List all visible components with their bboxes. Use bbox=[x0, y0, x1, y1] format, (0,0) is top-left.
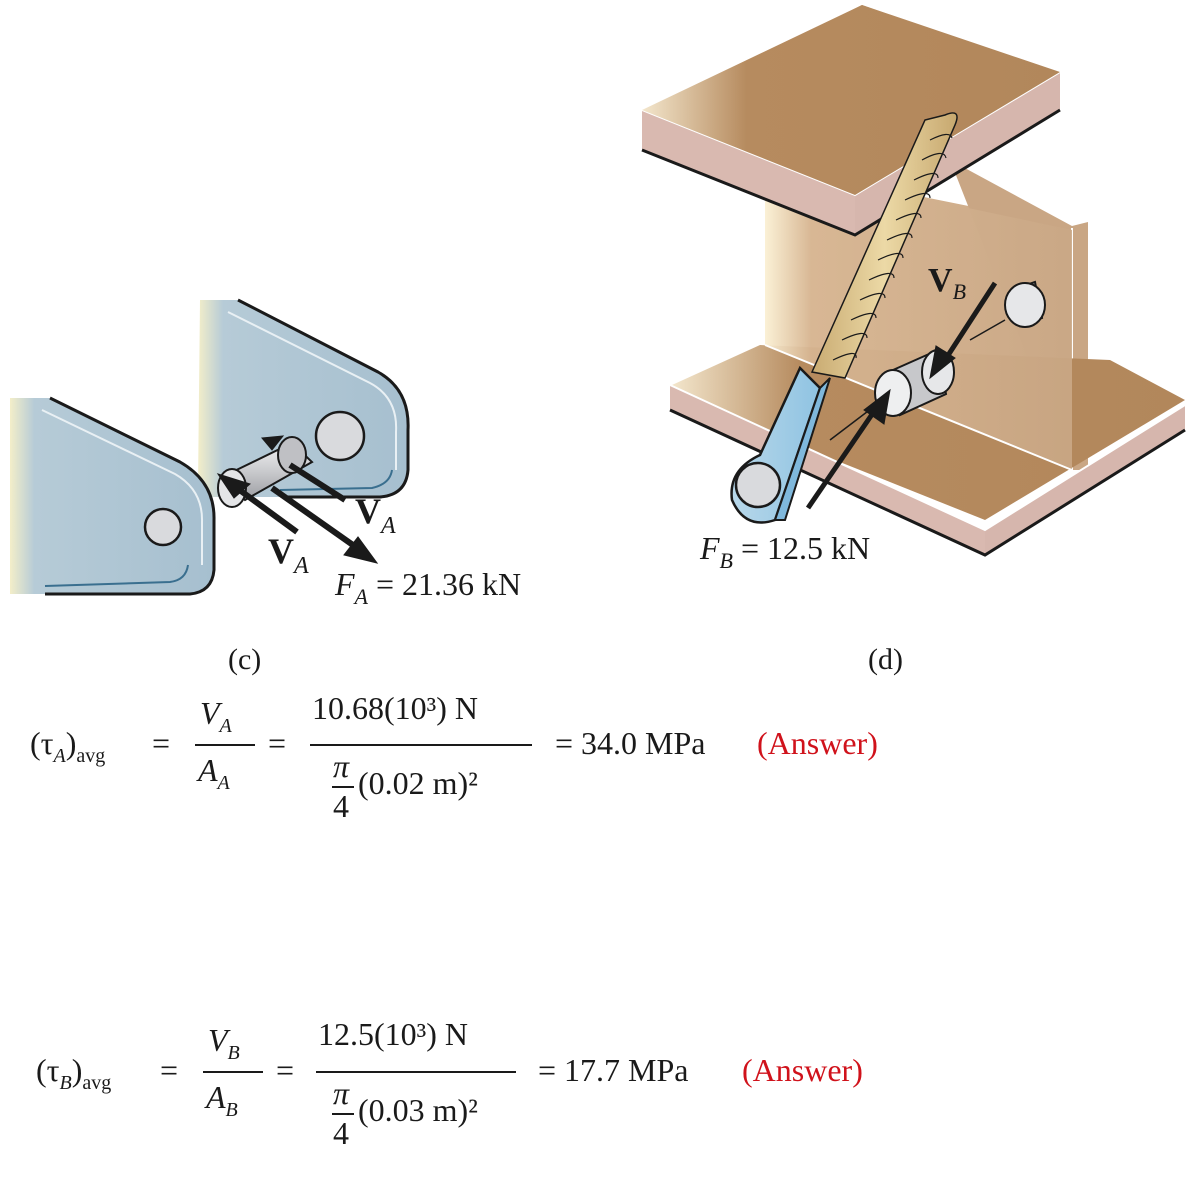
eq-b-equals-1: = bbox=[160, 1052, 179, 1088]
eq-b-frac1-num: VB bbox=[208, 1022, 240, 1064]
label-fa: FA = 21.36 kN bbox=[335, 566, 522, 609]
figure-d-illustration bbox=[641, 5, 1186, 557]
eq-b-lhs: (τB)avg bbox=[36, 1052, 112, 1094]
caption-d: (d) bbox=[868, 643, 903, 676]
eq-a-frac1-num: VA bbox=[200, 695, 232, 737]
eq-b-frac2-bar bbox=[316, 1071, 516, 1073]
eq-b-equals-2: = bbox=[276, 1052, 295, 1088]
caption-c: (c) bbox=[228, 643, 262, 676]
eq-a-lhs: (τA)avg bbox=[30, 725, 106, 767]
eq-a-result: = 34.0 MPa bbox=[555, 725, 706, 761]
eq-a-equals-2: = bbox=[268, 725, 287, 761]
eq-b-frac1-den: AB bbox=[206, 1079, 238, 1121]
eq-b-frac2-den-rest: (0.03 m)² bbox=[358, 1092, 478, 1128]
label-va-upper: VA bbox=[355, 491, 396, 539]
eq-a-frac1-bar bbox=[195, 744, 255, 746]
shear-arrow-va-lower bbox=[216, 473, 299, 535]
eq-a-answer: (Answer) bbox=[757, 725, 878, 761]
pin-b-far bbox=[969, 280, 1046, 341]
force-arrow-fb bbox=[805, 388, 891, 510]
label-vb: VB bbox=[928, 262, 967, 304]
eq-a-frac2-den-pi: π bbox=[333, 748, 350, 784]
eq-a-frac2-num: 10.68(10³) N bbox=[312, 690, 479, 726]
eq-a-frac1-den: AA bbox=[198, 752, 230, 794]
shear-arrow-va-upper bbox=[261, 435, 347, 503]
eq-b-frac1-bar bbox=[203, 1071, 263, 1073]
eq-b-answer: (Answer) bbox=[742, 1052, 863, 1088]
eq-b-result: = 17.7 MPa bbox=[538, 1052, 689, 1088]
eq-b-frac2-num: 12.5(10³) N bbox=[318, 1016, 469, 1052]
rope bbox=[810, 112, 958, 379]
eq-b-frac2-den-pi: π bbox=[333, 1075, 350, 1111]
eq-a-frac2-den-rest: (0.02 m)² bbox=[358, 765, 478, 801]
eq-a-frac2-den-4: 4 bbox=[333, 788, 349, 824]
eq-a-frac2-bar bbox=[310, 744, 532, 746]
label-fb: FB = 12.5 kN bbox=[700, 530, 871, 573]
clevis bbox=[730, 365, 831, 524]
force-arrow-fa bbox=[270, 485, 379, 564]
eq-b-frac2-den-4: 4 bbox=[333, 1115, 349, 1151]
figure-c-illustration bbox=[10, 298, 410, 596]
label-va-lower: VA bbox=[268, 531, 309, 579]
shear-arrow-vb bbox=[929, 281, 998, 380]
eq-a-equals-1: = bbox=[152, 725, 171, 761]
